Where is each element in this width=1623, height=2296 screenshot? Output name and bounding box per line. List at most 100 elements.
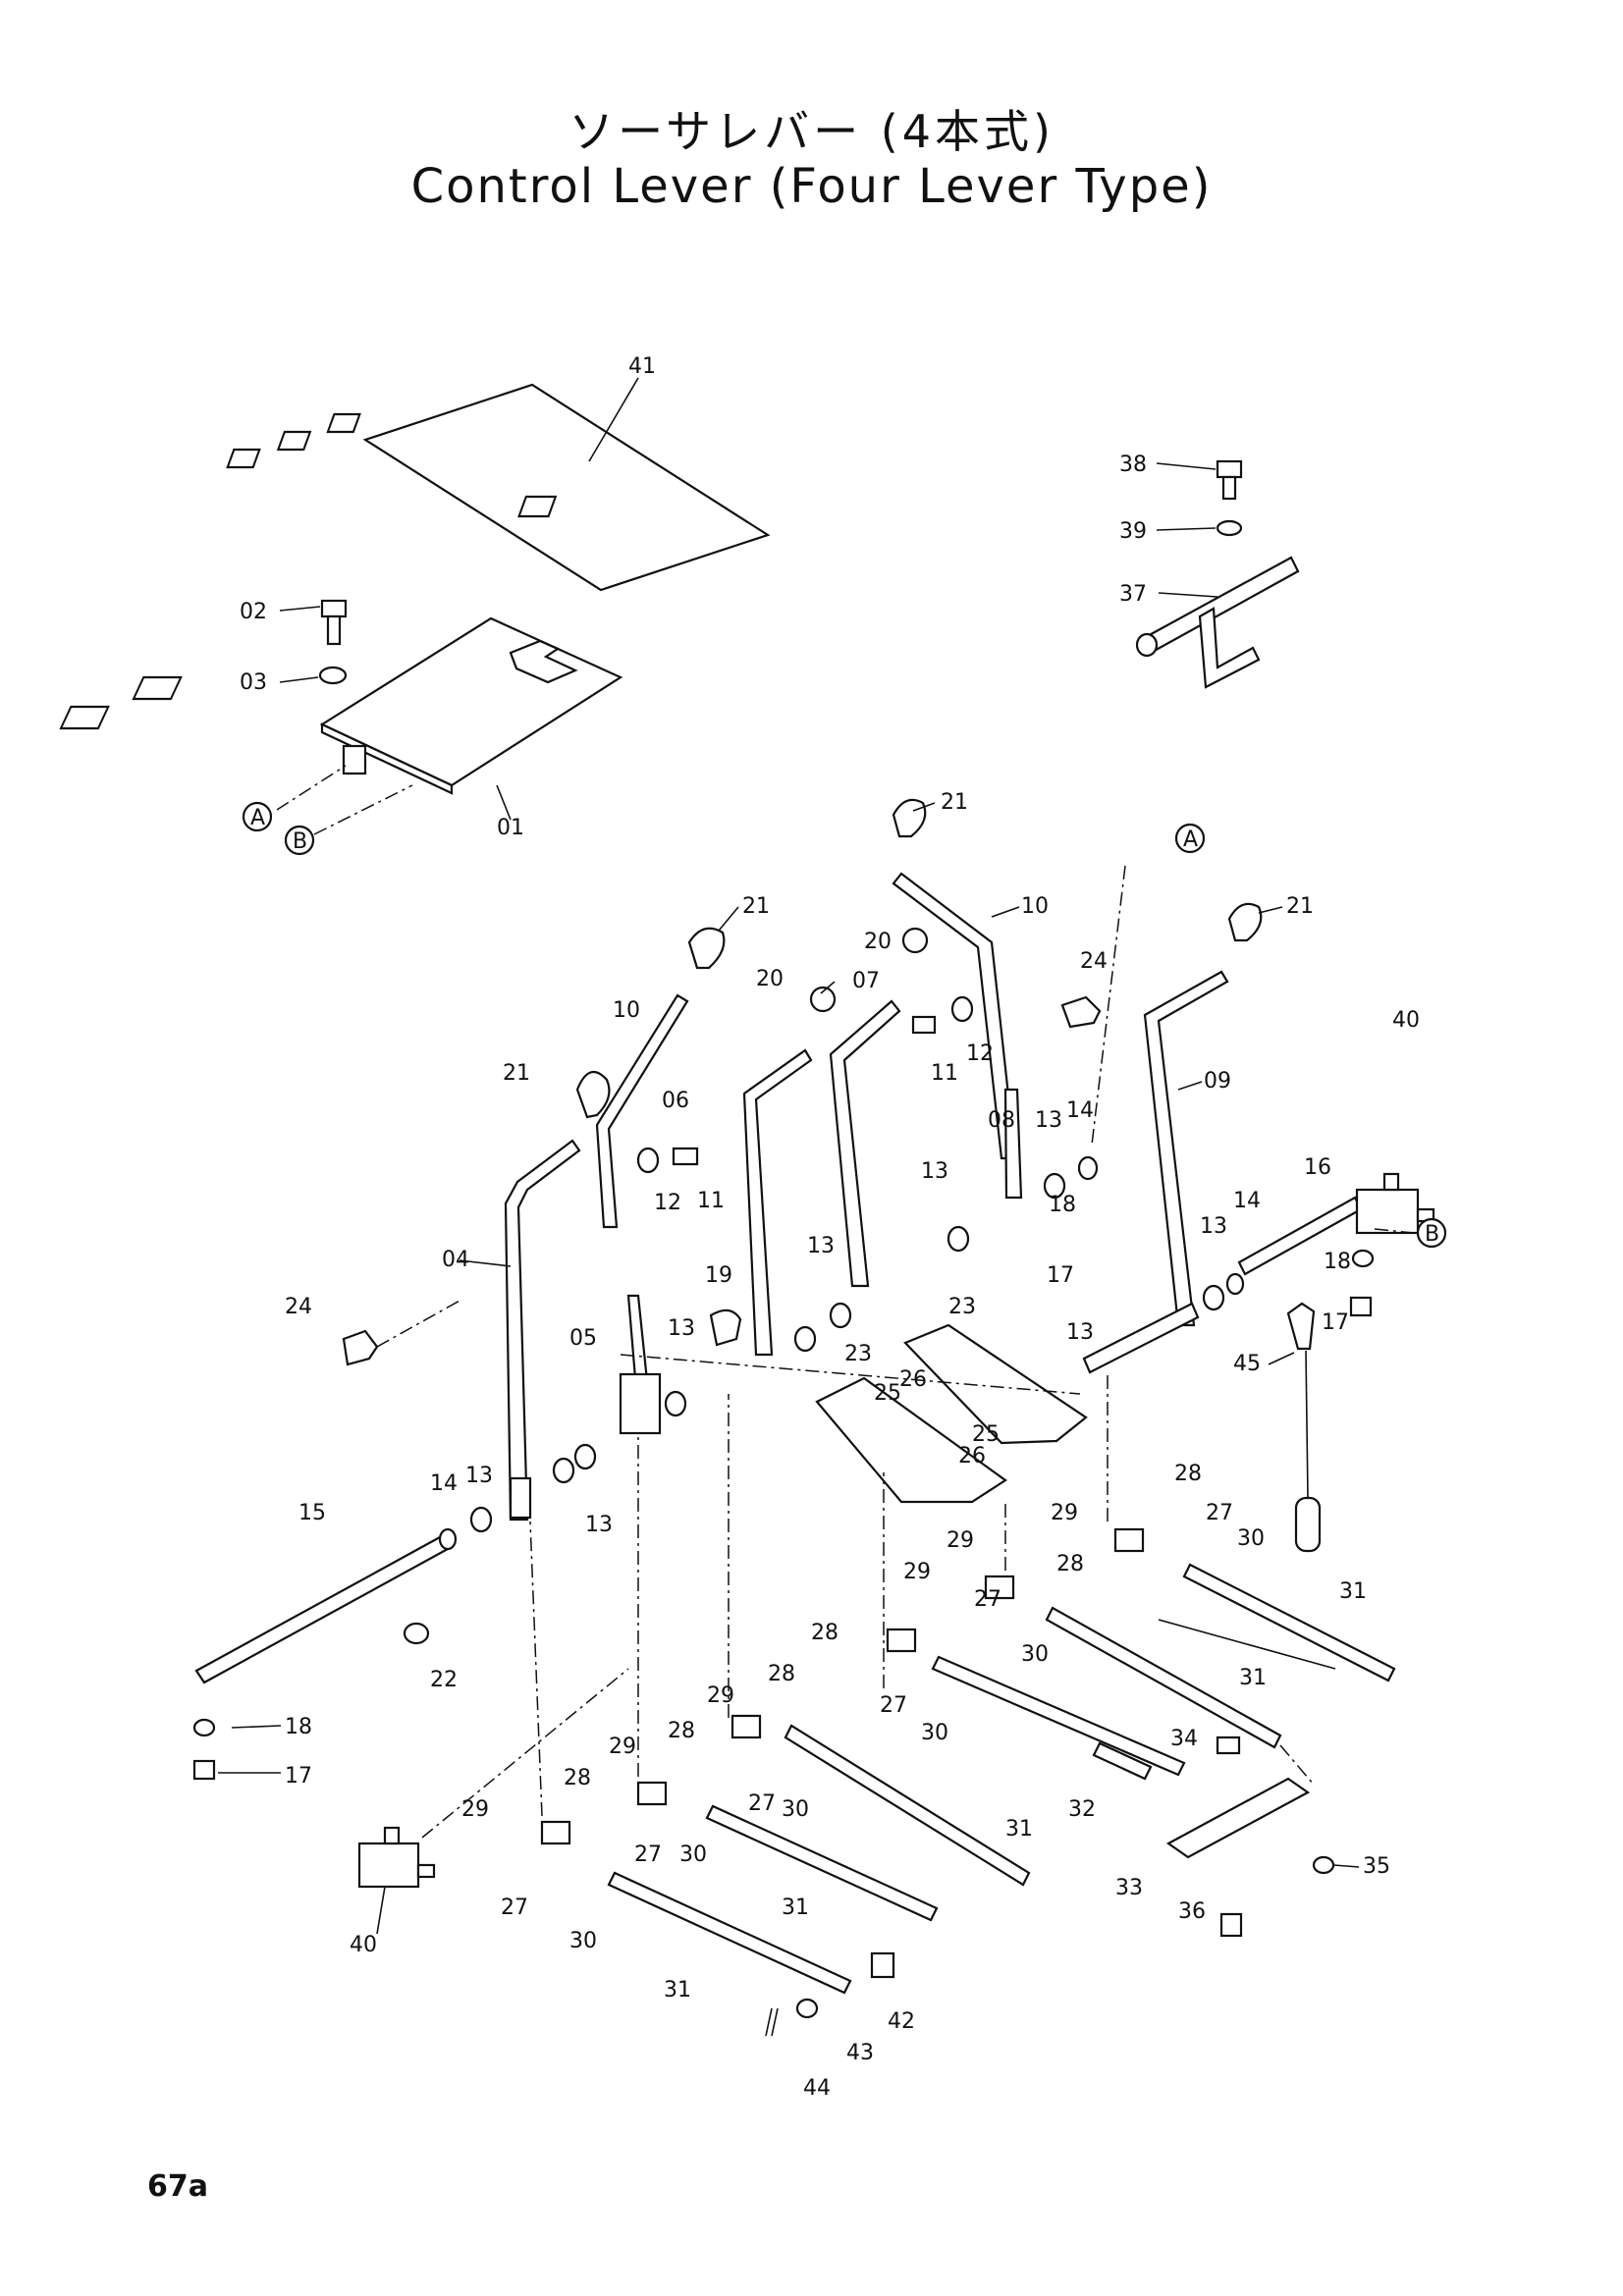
part-21-knob-far-right <box>1227 902 1263 942</box>
label-12-a: 12 <box>966 1041 994 1066</box>
part-31-cables <box>607 1563 1396 1995</box>
part-24-bracket-left <box>342 1329 379 1366</box>
callout-labels: 41 02 03 01 A B 38 39 37 21 A 21 20 10 2… <box>240 354 1447 2101</box>
label-19: 19 <box>705 1263 732 1288</box>
label-40-b: 40 <box>350 1933 377 1957</box>
label-09: 09 <box>1204 1069 1231 1094</box>
label-34: 34 <box>1170 1727 1198 1751</box>
label-13-f: 13 <box>1066 1320 1094 1345</box>
label-27-d: 27 <box>748 1791 776 1816</box>
label-11-a: 11 <box>931 1061 958 1086</box>
ref-marker-b-top <box>284 825 315 856</box>
label-27-b: 27 <box>974 1587 1001 1612</box>
part-37-handle-bar <box>1135 556 1300 689</box>
label-13-g: 13 <box>465 1464 493 1488</box>
label-18-b: 18 <box>1324 1250 1351 1274</box>
part-34-bolt <box>1216 1735 1241 1755</box>
label-13-c: 13 <box>1200 1214 1227 1239</box>
part-27-clevises <box>540 1527 1145 1845</box>
part-04-lever <box>504 1139 581 1522</box>
part-33-bracket <box>1165 1777 1311 1859</box>
leader-lines <box>218 802 1360 1935</box>
label-28-e: 28 <box>668 1719 695 1743</box>
label-31-c: 31 <box>1005 1817 1033 1842</box>
part-03-washer <box>318 666 348 685</box>
label-29-c: 29 <box>903 1560 931 1584</box>
label-13-d: 13 <box>807 1234 835 1258</box>
label-36: 36 <box>1178 1899 1206 1924</box>
label-31-a: 31 <box>1339 1579 1367 1604</box>
ref-a-mid-letter: A <box>1183 828 1198 852</box>
label-29-a: 29 <box>1051 1501 1078 1525</box>
part-21-knob-left-top <box>687 927 726 970</box>
label-30-f: 30 <box>569 1929 597 1953</box>
label-28-b: 28 <box>1056 1552 1084 1576</box>
part-23-plate-right <box>903 1323 1088 1445</box>
part-02-bolt <box>320 599 348 646</box>
part-20-ball-knob-right <box>901 927 929 954</box>
page-title-japanese: ソーサレバー (4本式) <box>568 105 1055 158</box>
part-38-bolt <box>1216 459 1243 501</box>
ref-a-top-letter: A <box>250 806 265 830</box>
label-21-b: 21 <box>742 894 770 919</box>
label-04: 04 <box>442 1248 469 1272</box>
label-25-b: 25 <box>972 1422 1000 1447</box>
label-23-a: 23 <box>948 1295 976 1319</box>
label-29-b: 29 <box>947 1528 974 1553</box>
part-43-washer <box>795 1998 819 2019</box>
label-27-e: 27 <box>634 1842 662 1867</box>
label-25-a: 25 <box>874 1381 901 1406</box>
part-15-shaft <box>194 1535 450 1684</box>
label-31-e: 31 <box>664 1978 691 2002</box>
label-38: 38 <box>1119 453 1147 477</box>
label-17-b: 17 <box>1322 1310 1349 1335</box>
label-14-b: 14 <box>1233 1189 1261 1213</box>
part-19-clamp <box>709 1308 742 1347</box>
part-18-nut-left <box>192 1718 216 1737</box>
part-32-sleeve <box>1092 1741 1153 1781</box>
part-23-plate-left <box>815 1376 1007 1504</box>
part-42-pin <box>870 1951 895 1979</box>
part-01-cover-plate <box>59 616 623 795</box>
label-18-a: 18 <box>1049 1193 1076 1217</box>
label-11-b: 11 <box>697 1189 725 1213</box>
part-39-washer <box>1216 519 1243 537</box>
label-27-f: 27 <box>501 1896 528 1920</box>
label-14-a: 14 <box>1066 1098 1094 1123</box>
part-35-washer <box>1312 1855 1335 1875</box>
label-28-d: 28 <box>768 1662 795 1686</box>
label-10-b: 10 <box>613 998 640 1023</box>
ref-marker-a-top <box>242 801 273 832</box>
label-02: 02 <box>240 600 267 624</box>
label-16: 16 <box>1304 1155 1331 1180</box>
label-31-d: 31 <box>782 1896 809 1920</box>
page-number: 67a <box>147 2169 208 2204</box>
label-06: 06 <box>662 1089 689 1113</box>
label-44: 44 <box>803 2076 831 2101</box>
label-10-a: 10 <box>1021 894 1049 919</box>
label-14-c: 14 <box>430 1471 458 1496</box>
label-32: 32 <box>1068 1797 1096 1822</box>
label-30-e: 30 <box>679 1842 707 1867</box>
part-06-lever <box>742 1048 813 1357</box>
label-13-e: 13 <box>668 1316 695 1341</box>
label-28-f: 28 <box>564 1766 591 1790</box>
page-title-english: Control Lever (Four Lever Type) <box>410 159 1213 214</box>
label-21-d: 21 <box>503 1061 530 1086</box>
label-29-f: 29 <box>461 1797 489 1822</box>
part-12-nut-left <box>636 1147 660 1174</box>
label-29-e: 29 <box>609 1735 636 1759</box>
part-09-lever <box>1143 970 1229 1327</box>
label-40-a: 40 <box>1392 1008 1420 1033</box>
ref-marker-a-mid <box>1174 823 1206 854</box>
label-23-b: 23 <box>844 1342 872 1366</box>
label-24-b: 24 <box>285 1295 312 1319</box>
label-21-a: 21 <box>941 790 968 815</box>
part-41-floor-mat <box>226 383 771 592</box>
label-28-a: 28 <box>1174 1462 1202 1486</box>
part-44-cotter-pin <box>765 2007 779 2037</box>
part-45-pull-rod <box>1286 1302 1322 1553</box>
label-26-a: 26 <box>899 1367 927 1392</box>
label-45: 45 <box>1233 1352 1261 1376</box>
label-26-b: 26 <box>958 1444 986 1468</box>
